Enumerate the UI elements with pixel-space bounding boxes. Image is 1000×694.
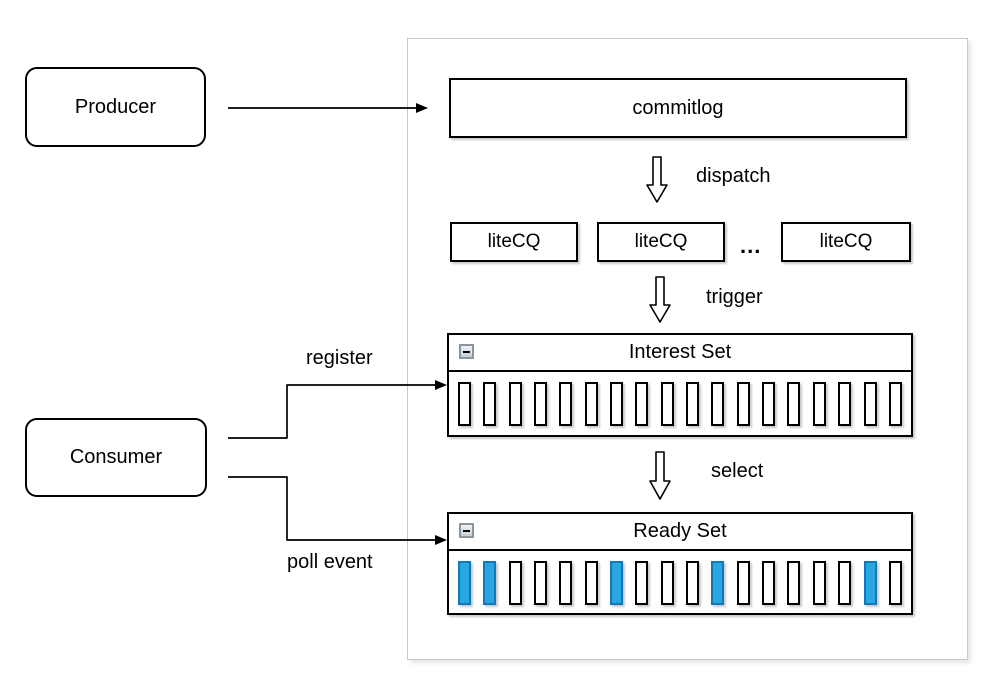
- queue-slot: [787, 560, 801, 605]
- litecq-node-3: liteCQ: [781, 222, 911, 262]
- commitlog-node: commitlog: [449, 78, 907, 138]
- dispatch-label: dispatch: [696, 165, 771, 187]
- queue-slot: [584, 560, 598, 605]
- litecq-label: liteCQ: [487, 231, 541, 252]
- queue-slot: [635, 381, 649, 426]
- queue-slot: [838, 560, 852, 605]
- queue-slot: [635, 560, 649, 605]
- queue-slot: [584, 381, 598, 426]
- trigger-label: trigger: [706, 286, 763, 308]
- queue-slot: [812, 381, 826, 426]
- collapse-minus-icon[interactable]: [459, 523, 474, 538]
- litecq-ellipsis: ...: [740, 233, 762, 258]
- queue-slot: [534, 381, 548, 426]
- queue-slot: [610, 381, 624, 426]
- commitlog-label: commitlog: [632, 96, 724, 119]
- producer-to-commitlog-arrow: [228, 103, 428, 113]
- queue-slot: [660, 381, 674, 426]
- queue-slot: [736, 381, 750, 426]
- producer-label: Producer: [74, 95, 157, 118]
- interest-set-titlebar: Interest Set: [449, 335, 911, 372]
- ready-set-slots: [449, 551, 911, 614]
- ready-set-node: Ready Set: [447, 512, 913, 615]
- litecq-label: liteCQ: [634, 231, 688, 252]
- queue-slot: [508, 560, 522, 605]
- queue-slot: [812, 560, 826, 605]
- queue-slot: [686, 381, 700, 426]
- producer-node: Producer: [25, 67, 206, 147]
- interest-set-slots: [449, 372, 911, 435]
- queue-slot: [863, 381, 877, 426]
- queue-slot-active: [863, 560, 877, 605]
- queue-slot: [888, 560, 902, 605]
- queue-slot-active: [711, 560, 725, 605]
- queue-slot: [888, 381, 902, 426]
- queue-slot-active: [483, 560, 497, 605]
- select-label: select: [711, 460, 764, 482]
- queue-slot-active: [610, 560, 624, 605]
- interest-set-title: Interest Set: [628, 341, 732, 363]
- litecq-node-2: liteCQ: [597, 222, 725, 262]
- queue-slot: [559, 381, 573, 426]
- queue-slot: [736, 560, 750, 605]
- poll-event-label: poll event: [287, 551, 373, 573]
- queue-slot: [559, 560, 573, 605]
- queue-slot-active: [458, 560, 471, 605]
- queue-slot: [838, 381, 852, 426]
- interest-set-node: Interest Set: [447, 333, 913, 437]
- register-label: register: [306, 347, 373, 369]
- queue-slot: [787, 381, 801, 426]
- consumer-node: Consumer: [25, 418, 207, 497]
- collapse-minus-icon[interactable]: [459, 344, 474, 359]
- queue-slot: [534, 560, 548, 605]
- queue-slot: [660, 560, 674, 605]
- queue-slot: [686, 560, 700, 605]
- consumer-label: Consumer: [69, 446, 163, 468]
- ready-set-titlebar: Ready Set: [449, 514, 911, 551]
- queue-slot: [508, 381, 522, 426]
- queue-slot: [711, 381, 725, 426]
- queue-slot: [762, 560, 776, 605]
- ready-set-title: Ready Set: [633, 520, 727, 542]
- queue-slot: [483, 381, 497, 426]
- queue-slot: [458, 381, 471, 426]
- litecq-node-1: liteCQ: [450, 222, 578, 262]
- queue-slot: [762, 381, 776, 426]
- litecq-label: liteCQ: [819, 231, 873, 252]
